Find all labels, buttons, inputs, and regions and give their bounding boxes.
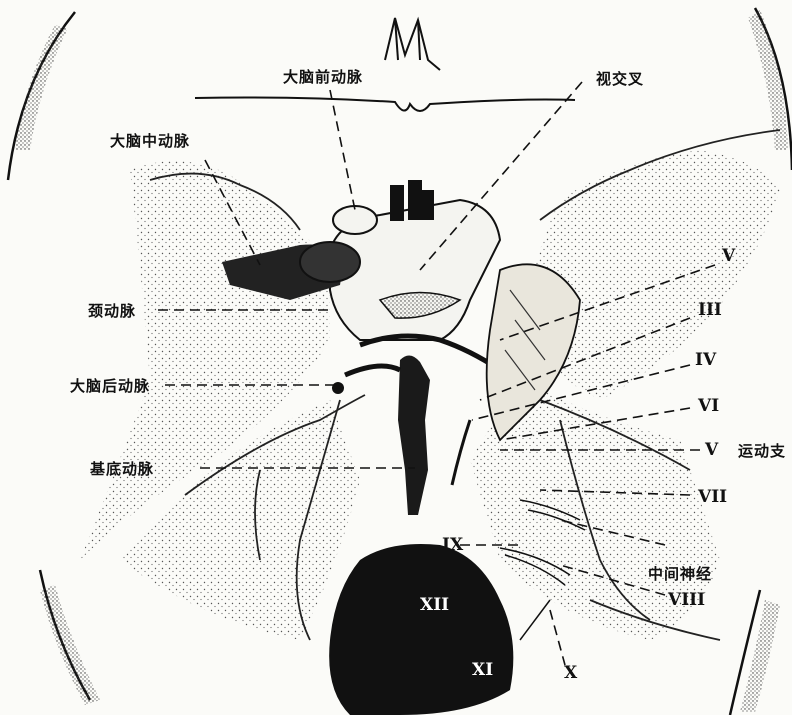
label-nerve-iii: III [698, 300, 722, 320]
label-nerve-v-lower: V [705, 440, 718, 460]
label-nerve-vi: VI [698, 396, 719, 416]
label-nerve-ix: IX [442, 535, 463, 555]
label-basilar-artery: 基底动脉 [90, 458, 154, 479]
medulla-mass [329, 544, 513, 715]
label-posterior-cerebral-artery: 大脑后动脉 [70, 375, 150, 396]
label-nerve-viii: VIII [668, 590, 705, 610]
label-carotid-artery: 颈动脉 [88, 300, 136, 321]
label-motor-branch: 运动支 [738, 440, 786, 461]
label-anterior-cerebral-artery: 大脑前动脉 [283, 66, 363, 87]
label-middle-cerebral-artery: 大脑中动脉 [110, 130, 190, 151]
label-nerve-xi: XI [472, 660, 493, 680]
label-intermediate-nerve: 中间神经 [648, 563, 712, 584]
frontal-lobes [195, 18, 575, 111]
label-nerve-vii: VII [698, 487, 727, 507]
label-nerve-iv: IV [695, 350, 716, 370]
label-nerve-xii: XII [420, 595, 449, 615]
label-optic-chiasm: 视交叉 [596, 68, 644, 89]
label-nerve-x: X [564, 663, 577, 683]
label-nerve-v-upper: V [722, 246, 735, 266]
